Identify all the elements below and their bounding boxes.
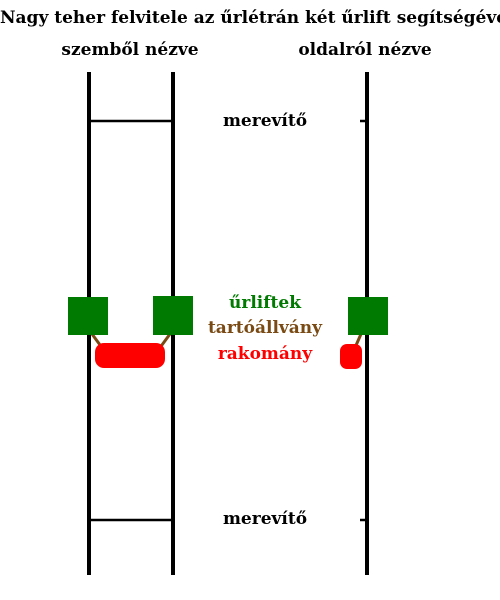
bottom-brace-label: merevítő: [222, 509, 308, 529]
front-cargo: [95, 343, 165, 368]
side-view-label: oldalról nézve: [298, 40, 432, 60]
front-view-label: szemből nézve: [61, 40, 199, 60]
side-lift: [348, 297, 388, 335]
cargo-label: rakomány: [217, 344, 313, 364]
front-right-lift: [153, 296, 193, 335]
side-cargo: [340, 344, 362, 369]
front-left-lift: [68, 297, 108, 335]
lifts-label: űrliftek: [229, 293, 301, 313]
diagram-title: Nagy teher felvitele az űrlétrán két űrl…: [0, 8, 500, 28]
top-brace-label: merevítő: [222, 111, 308, 131]
support-label: tartóállvány: [207, 318, 323, 338]
